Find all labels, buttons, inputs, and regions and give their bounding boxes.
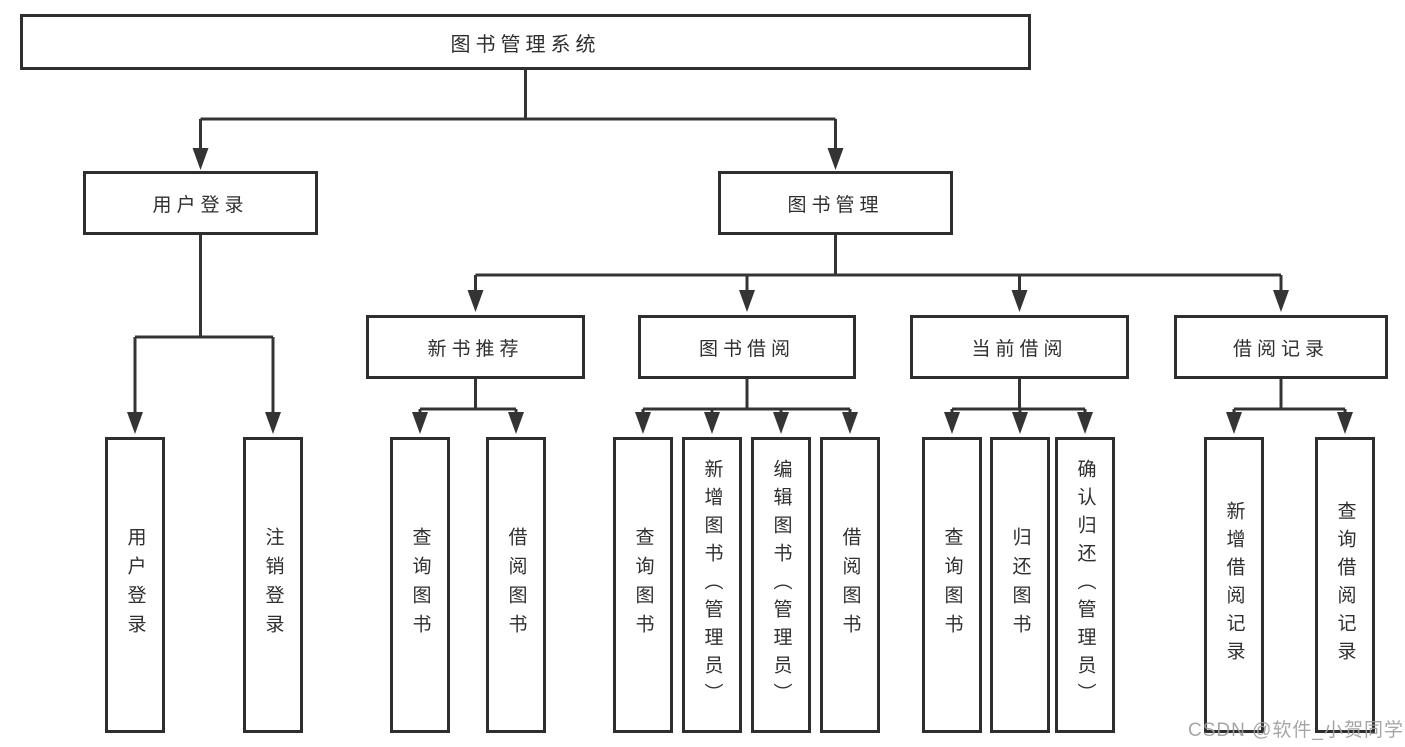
connector-login-branch (127, 235, 281, 434)
leaf-borrow-books: 借阅图书 (820, 437, 880, 733)
leaf-query-borrow-record-label: 查询借阅记录 (1334, 501, 1356, 669)
leaf-recommend-borrow-books-label: 借阅图书 (505, 527, 527, 643)
node-borrow-records: 借阅记录 (1174, 315, 1388, 379)
leaf-current-query-books-label: 查询图书 (941, 527, 963, 643)
leaf-add-borrow-record-label: 新增借阅记录 (1223, 501, 1245, 669)
leaf-edit-books-admin-label: 编辑图书（管理员） (770, 459, 792, 711)
leaf-logout-label: 注销登录 (262, 527, 284, 643)
leaf-user-login: 用户登录 (105, 437, 165, 733)
leaf-edit-books-admin: 编辑图书（管理员） (751, 437, 811, 733)
node-book-borrow-label: 图书借阅 (698, 338, 795, 360)
connector-root-to-level2 (192, 70, 844, 170)
connector-recommend-branch (412, 379, 524, 434)
leaf-recommend-query-books-label: 查询图书 (409, 527, 431, 643)
node-book-management-label: 图书管理 (787, 194, 884, 216)
csdn-watermark: CSDN @软件_小贺同学 (1188, 720, 1404, 741)
leaf-recommend-query-books: 查询图书 (390, 437, 450, 733)
leaf-confirm-return-admin: 确认归还（管理员） (1055, 437, 1115, 733)
leaf-borrow-query-books: 查询图书 (613, 437, 673, 733)
node-library-system: 图书管理系统 (20, 14, 1031, 70)
node-library-system-label: 图书管理系统 (450, 33, 601, 56)
leaf-add-books-admin-label: 新增图书（管理员） (701, 459, 723, 711)
leaf-add-borrow-record: 新增借阅记录 (1204, 437, 1264, 733)
node-new-book-recommend: 新书推荐 (366, 315, 585, 379)
connector-management-to-level3 (467, 235, 1289, 312)
leaf-user-login-label: 用户登录 (124, 527, 146, 643)
leaf-current-query-books: 查询图书 (922, 437, 982, 733)
leaf-add-books-admin: 新增图书（管理员） (682, 437, 742, 733)
leaf-logout: 注销登录 (243, 437, 303, 733)
connector-borrow-branch (635, 379, 858, 434)
leaf-return-books-label: 归还图书 (1009, 527, 1031, 643)
leaf-query-borrow-record: 查询借阅记录 (1315, 437, 1375, 733)
leaf-borrow-query-books-label: 查询图书 (632, 527, 654, 643)
leaf-borrow-books-label: 借阅图书 (839, 527, 861, 643)
node-current-borrow: 当前借阅 (910, 315, 1129, 379)
node-book-borrow: 图书借阅 (638, 315, 856, 379)
connector-records-branch (1226, 379, 1353, 434)
node-borrow-records-label: 借阅记录 (1232, 338, 1329, 360)
leaf-recommend-borrow-books: 借阅图书 (486, 437, 546, 733)
node-user-login-label: 用户登录 (152, 194, 249, 216)
node-current-borrow-label: 当前借阅 (971, 338, 1068, 360)
node-user-login: 用户登录 (83, 171, 318, 235)
node-book-management: 图书管理 (718, 171, 953, 235)
connector-current-branch (944, 379, 1093, 434)
leaf-return-books: 归还图书 (990, 437, 1050, 733)
node-new-book-recommend-label: 新书推荐 (427, 338, 524, 360)
leaf-confirm-return-admin-label: 确认归还（管理员） (1074, 459, 1096, 711)
